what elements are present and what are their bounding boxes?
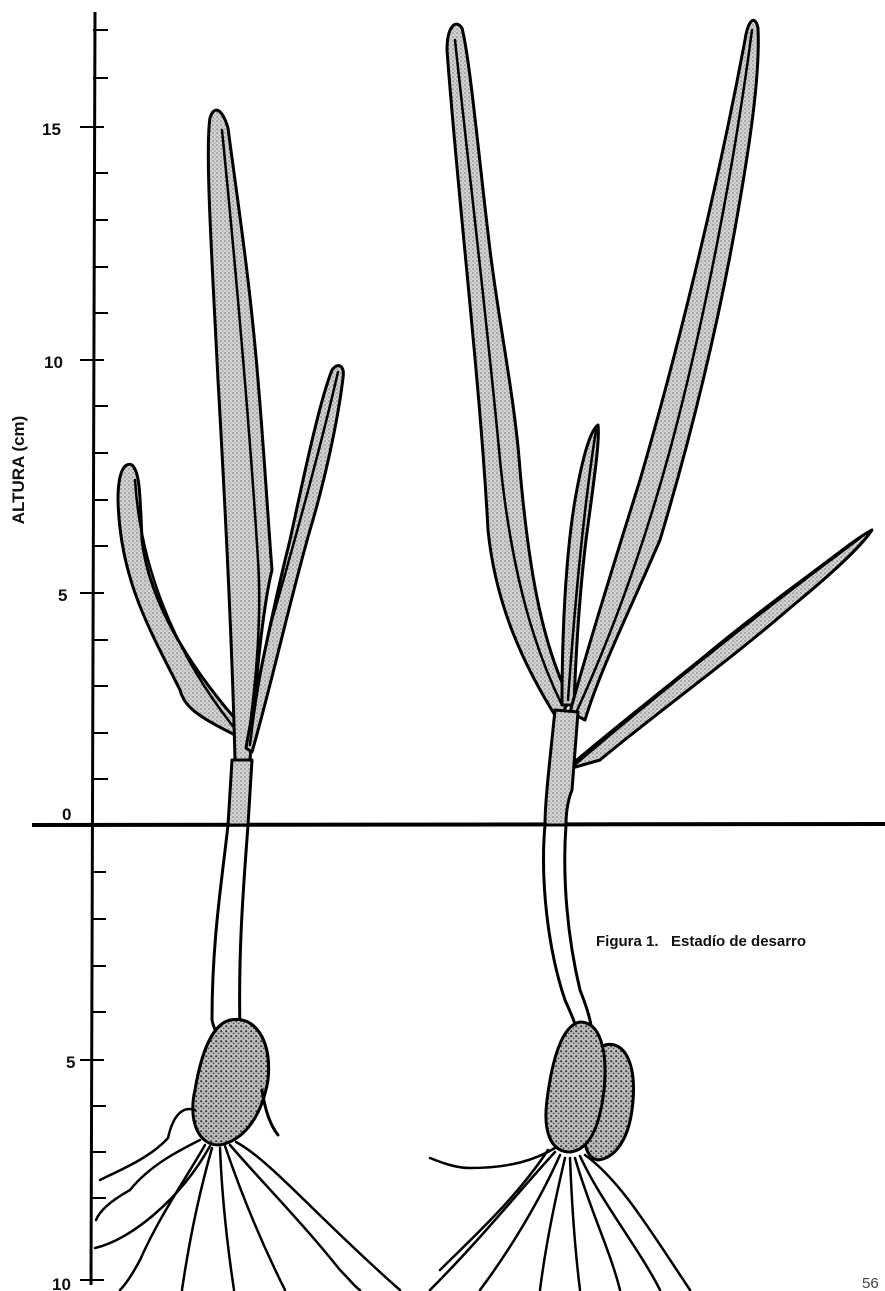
right-seedling-mesocotyl <box>544 825 592 1040</box>
tick-label-depth-10: 10 <box>52 1275 71 1291</box>
left-seedling-stem <box>228 760 252 825</box>
left-seedling-roots <box>95 1109 400 1290</box>
axis-title: ALTURA (cm) <box>9 416 28 525</box>
right-seedling-roots <box>430 1148 690 1290</box>
left-seedling-seed <box>193 1019 269 1145</box>
tick-label-10: 10 <box>44 353 63 372</box>
right-seedling <box>430 20 872 1290</box>
ground-line <box>32 824 885 825</box>
right-seedling-leaf-3 <box>570 20 758 720</box>
height-axis: 15 10 5 0 5 10 ALTURA (cm) <box>9 12 108 1291</box>
right-seedling-stem <box>545 710 578 825</box>
page-number: 56 <box>862 1275 879 1291</box>
tick-label-0: 0 <box>62 805 71 824</box>
axis-line <box>91 12 95 1285</box>
tick-label-15: 15 <box>42 120 61 139</box>
figure-caption: Figura 1. Estadío de desarro <box>596 933 806 950</box>
tick-label-5: 5 <box>58 586 67 605</box>
tick-label-depth-5: 5 <box>66 1053 75 1072</box>
left-seedling-mesocotyl <box>212 825 248 1045</box>
left-seedling <box>95 110 400 1290</box>
